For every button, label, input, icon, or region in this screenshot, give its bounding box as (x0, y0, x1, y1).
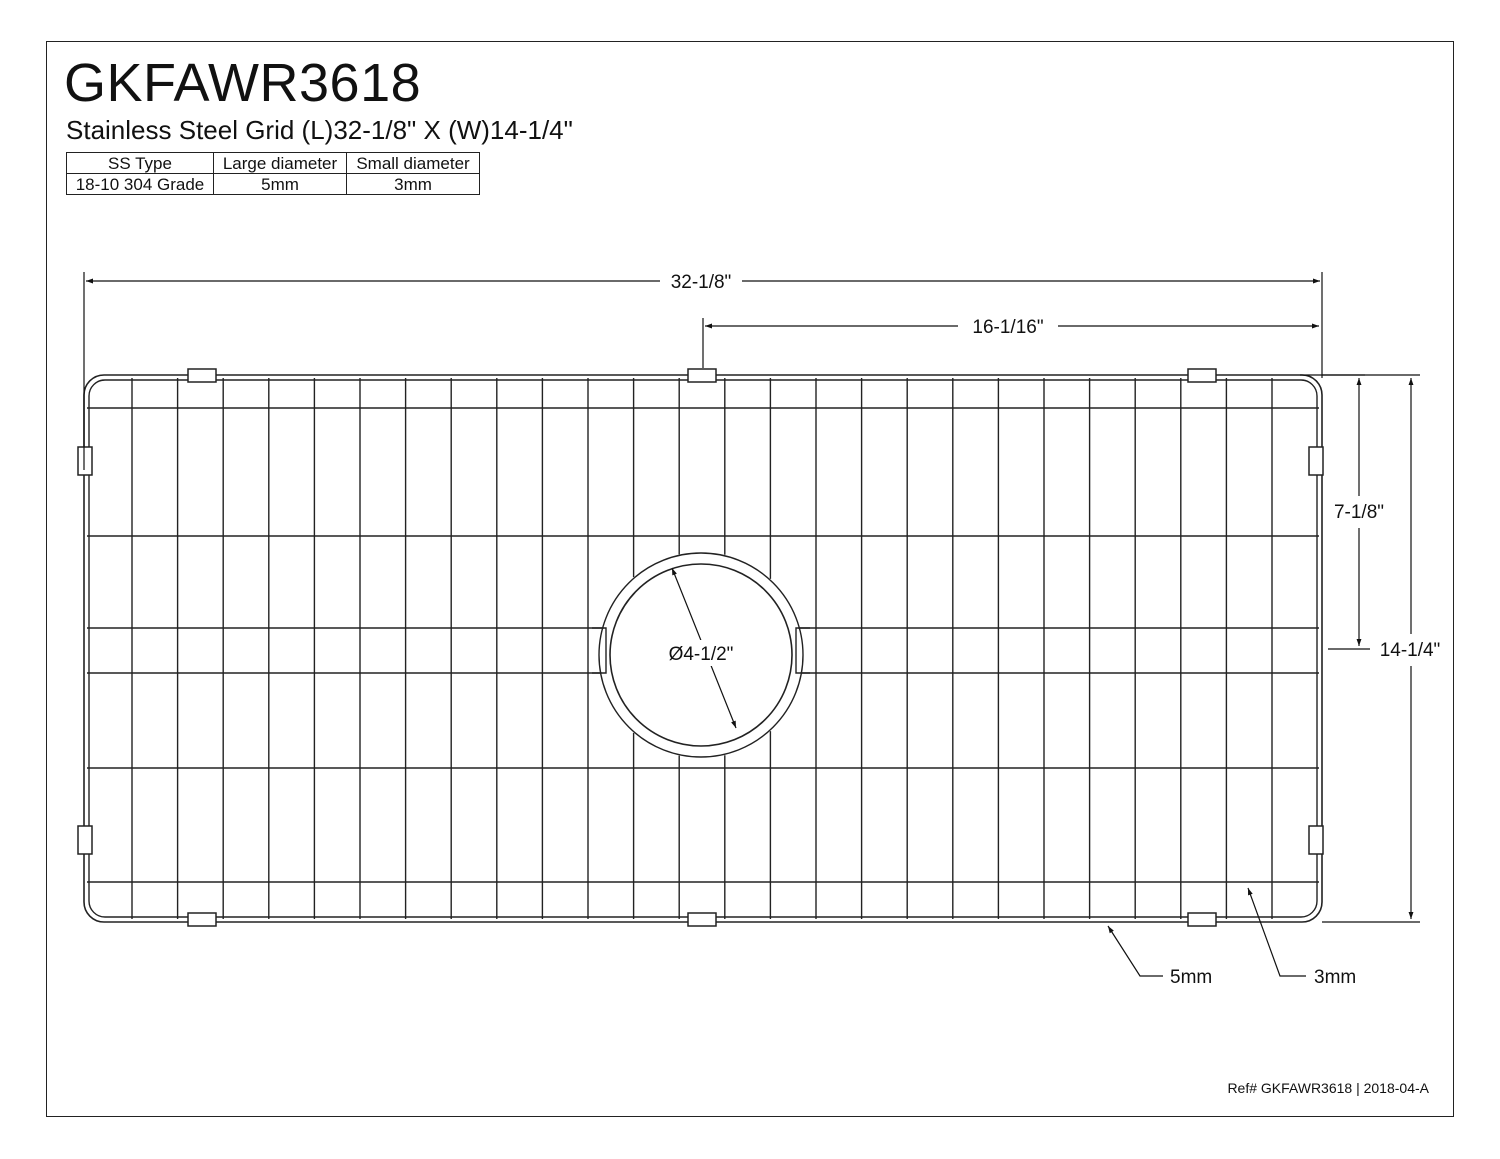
rubber-bumper (187, 368, 217, 383)
half-length-dimension (702, 318, 1319, 368)
rubber-bumper (77, 825, 93, 855)
rubber-bumper (1187, 912, 1217, 927)
cell-large-diameter: 5mm (213, 173, 347, 195)
large-wire-callout: 5mm (1170, 967, 1212, 988)
drain-bracket-right (795, 627, 810, 674)
rubber-bumper (187, 912, 217, 927)
spec-table-row: 18-10 304 Grade 5mm 3mm (66, 173, 480, 195)
drain-ring-wire (598, 552, 804, 758)
model-title: GKFAWR3618 (64, 53, 422, 113)
drain-diameter-label: Ø4-1/2" (669, 644, 734, 665)
drain-bracket-left (592, 627, 607, 674)
wire-callouts (1107, 887, 1306, 977)
cell-small-diameter: 3mm (346, 173, 480, 195)
drain-label-bg (662, 640, 742, 666)
rubber-bumper (687, 368, 717, 383)
product-subtitle: Stainless Steel Grid (L)32-1/8" X (W)14-… (66, 115, 573, 145)
rubber-bumper (1308, 446, 1324, 476)
rubber-bumper (77, 446, 93, 476)
half-width-label: 7-1/8" (1334, 502, 1384, 523)
rubber-bumper (1308, 825, 1324, 855)
cell-ss-type: 18-10 304 Grade (66, 173, 214, 195)
width-label: 14-1/4" (1380, 640, 1441, 661)
length-dimension (83, 272, 1323, 470)
length-label: 32-1/8" (671, 272, 732, 293)
half-length-label: 16-1/16" (972, 317, 1043, 338)
width-dimension (1300, 374, 1420, 923)
rubber-bumper (687, 912, 717, 927)
rubber-bumper (1187, 368, 1217, 383)
header-ss-type: SS Type (66, 152, 214, 174)
reference-number: Ref# GKFAWR3618 | 2018-04-A (1227, 1080, 1429, 1096)
small-wire-callout: 3mm (1314, 967, 1356, 988)
wire-grid (77, 368, 1324, 927)
spec-table: SS Type Large diameter Small diameter 18… (66, 152, 480, 195)
drawing-frame (46, 41, 1454, 1117)
